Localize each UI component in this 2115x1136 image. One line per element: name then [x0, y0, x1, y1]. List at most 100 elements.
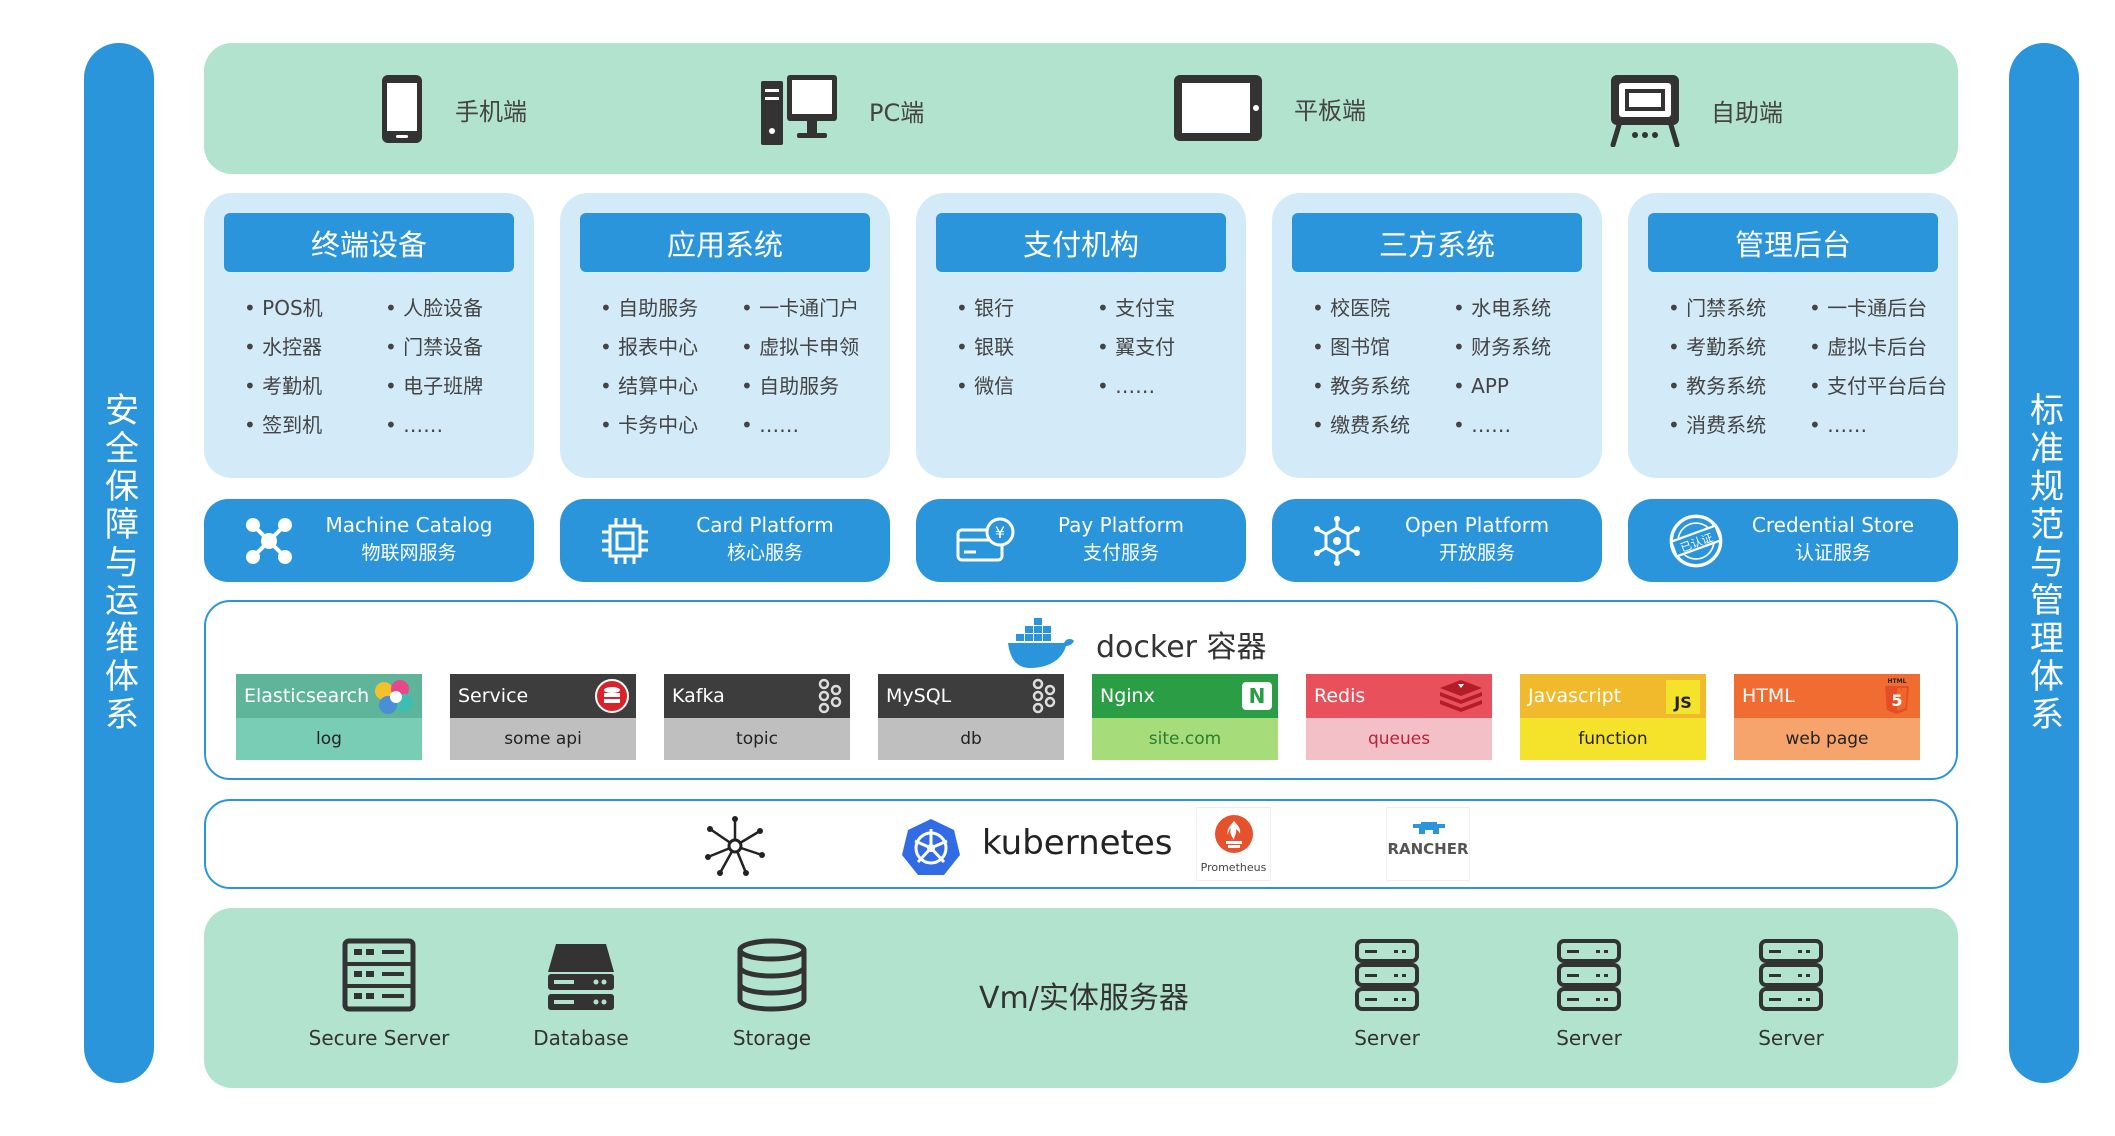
container-mysql: MySQL db	[878, 674, 1064, 760]
service-subtitle: 物联网服务	[361, 542, 457, 564]
server-label: Server	[1354, 1026, 1420, 1050]
category-item: 一卡通门户	[741, 297, 870, 320]
elasticsearch-logo-icon	[375, 680, 413, 714]
tablet-icon	[1174, 75, 1262, 141]
server-icon	[1355, 939, 1419, 1011]
hub-icon	[1314, 516, 1360, 566]
service-name: Credential Store	[1751, 513, 1915, 537]
category-item: 考勤机	[244, 375, 385, 398]
server-label: Storage	[732, 1026, 812, 1050]
tile-header: Javascript JS	[1520, 674, 1706, 718]
phone-icon	[382, 75, 422, 143]
tile-sub: topic	[664, 718, 850, 760]
category-item: 翼支付	[1097, 336, 1226, 359]
tile-name: Kafka	[672, 685, 725, 707]
category-terminal-devices: 终端设备 POS机 人脸设备 水控器 门禁设备 考勤机 电子班牌 签到机 ……	[204, 193, 534, 478]
category-item: 门禁设备	[385, 336, 514, 359]
prometheus-logo-icon	[1215, 815, 1253, 853]
rancher-cow-icon	[1413, 822, 1445, 834]
tile-header: Kafka	[664, 674, 850, 718]
category-item: ……	[385, 414, 514, 437]
server-2: Server	[1514, 938, 1664, 1050]
starburst-logo-icon	[705, 816, 765, 876]
service-name: Pay Platform	[1058, 513, 1184, 537]
service-name: Card Platform	[696, 513, 834, 537]
category-item: POS机	[244, 297, 385, 320]
tile-header: Redis	[1306, 674, 1492, 718]
category-item: 银联	[956, 336, 1097, 359]
category-title: 终端设备	[224, 213, 514, 272]
security-ops-label: 安全保障与运维体系	[98, 392, 139, 734]
service-name: Machine Catalog	[325, 513, 493, 537]
category-item: APP	[1453, 375, 1582, 398]
tile-header: Service	[450, 674, 636, 718]
device-kiosk: 自助端	[1609, 73, 1783, 147]
tile-name: HTML	[1742, 685, 1795, 707]
category-item: 银行	[956, 297, 1097, 320]
desktop-icon	[761, 75, 837, 145]
service-subtitle: 支付服务	[1082, 542, 1159, 564]
payment-card-icon: ¥	[956, 517, 1015, 562]
tile-name: MySQL	[886, 685, 952, 707]
container-nginx: Nginx N site.com	[1092, 674, 1278, 760]
service-card-platform: Card Platform 核心服务	[560, 499, 890, 582]
rancher-label: RANCHER	[1387, 840, 1469, 858]
kafka-logo-icon	[818, 678, 842, 714]
storage-icon	[737, 938, 807, 1012]
nginx-n-icon: N	[1242, 682, 1272, 710]
kubernetes-logo-icon	[902, 819, 960, 875]
tile-name: Nginx	[1100, 685, 1155, 707]
category-item: ……	[741, 414, 870, 437]
category-item: ……	[1809, 414, 1938, 437]
container-elasticsearch: Elasticsearch log	[236, 674, 422, 760]
container-redis: Redis queues	[1306, 674, 1492, 760]
html5-number: 5	[1891, 691, 1902, 710]
container-service: Service some api	[450, 674, 636, 760]
device-layer: 手机端 PC端 平板端	[204, 43, 1958, 174]
device-label: PC端	[869, 98, 925, 127]
kubernetes-label: kubernetes	[982, 823, 1173, 863]
category-item: 虚拟卡后台	[1809, 336, 1938, 359]
database-icon	[548, 944, 614, 1010]
server-label: Server	[1556, 1026, 1622, 1050]
category-payment-institutions: 支付机构 银行 支付宝 银联 翼支付 微信 ……	[916, 193, 1246, 478]
category-item: 消费系统	[1668, 414, 1809, 437]
category-title: 支付机构	[936, 213, 1226, 272]
service-credential-store: 已认证 Credential Store 认证服务	[1628, 499, 1958, 582]
tile-name: Service	[458, 685, 529, 707]
category-title: 三方系统	[1292, 213, 1582, 272]
standards-management-label: 标准规范与管理体系	[2023, 392, 2064, 734]
category-item: 支付宝	[1097, 297, 1226, 320]
certified-stamp-icon: 已认证	[1669, 514, 1723, 568]
prometheus-card: Prometheus	[1196, 807, 1271, 881]
tile-sub: log	[236, 718, 422, 760]
standards-management-bar: 标准规范与管理体系	[2009, 43, 2079, 1083]
service-subtitle: 认证服务	[1794, 542, 1871, 564]
server-icon	[1759, 939, 1823, 1011]
category-item: 水控器	[244, 336, 385, 359]
category-admin-backend: 管理后台 门禁系统 一卡通后台 考勤系统 虚拟卡后台 教务系统 支付平台后台 消…	[1628, 193, 1958, 478]
security-ops-bar: 安全保障与运维体系	[84, 43, 154, 1083]
kiosk-icon	[1610, 75, 1680, 147]
prometheus-label: Prometheus	[1200, 861, 1267, 874]
category-item: ……	[1453, 414, 1582, 437]
tile-name: Elasticsearch	[244, 685, 370, 707]
category-item: 水电系统	[1453, 297, 1582, 320]
tile-sub: queues	[1306, 718, 1492, 760]
category-title: 管理后台	[1648, 213, 1938, 272]
container-javascript: Javascript JS function	[1520, 674, 1706, 760]
database-stack-icon	[595, 679, 629, 713]
container-kafka: Kafka topic	[664, 674, 850, 760]
server-label: Database	[533, 1026, 629, 1050]
category-item: 签到机	[244, 414, 385, 437]
tile-sub: web page	[1734, 718, 1920, 760]
device-tablet: 平板端	[1172, 73, 1366, 143]
html5-shield-icon: HTML 5	[1885, 678, 1909, 714]
html5-caption: HTML	[1888, 678, 1907, 685]
js-badge-icon: JS	[1666, 680, 1700, 714]
category-item: 财务系统	[1453, 336, 1582, 359]
tile-header: MySQL	[878, 674, 1064, 718]
device-pc: PC端	[759, 73, 924, 147]
docker-layer: docker 容器 Elasticsearch log Service so	[204, 600, 1958, 780]
device-label: 自助端	[1711, 98, 1783, 127]
